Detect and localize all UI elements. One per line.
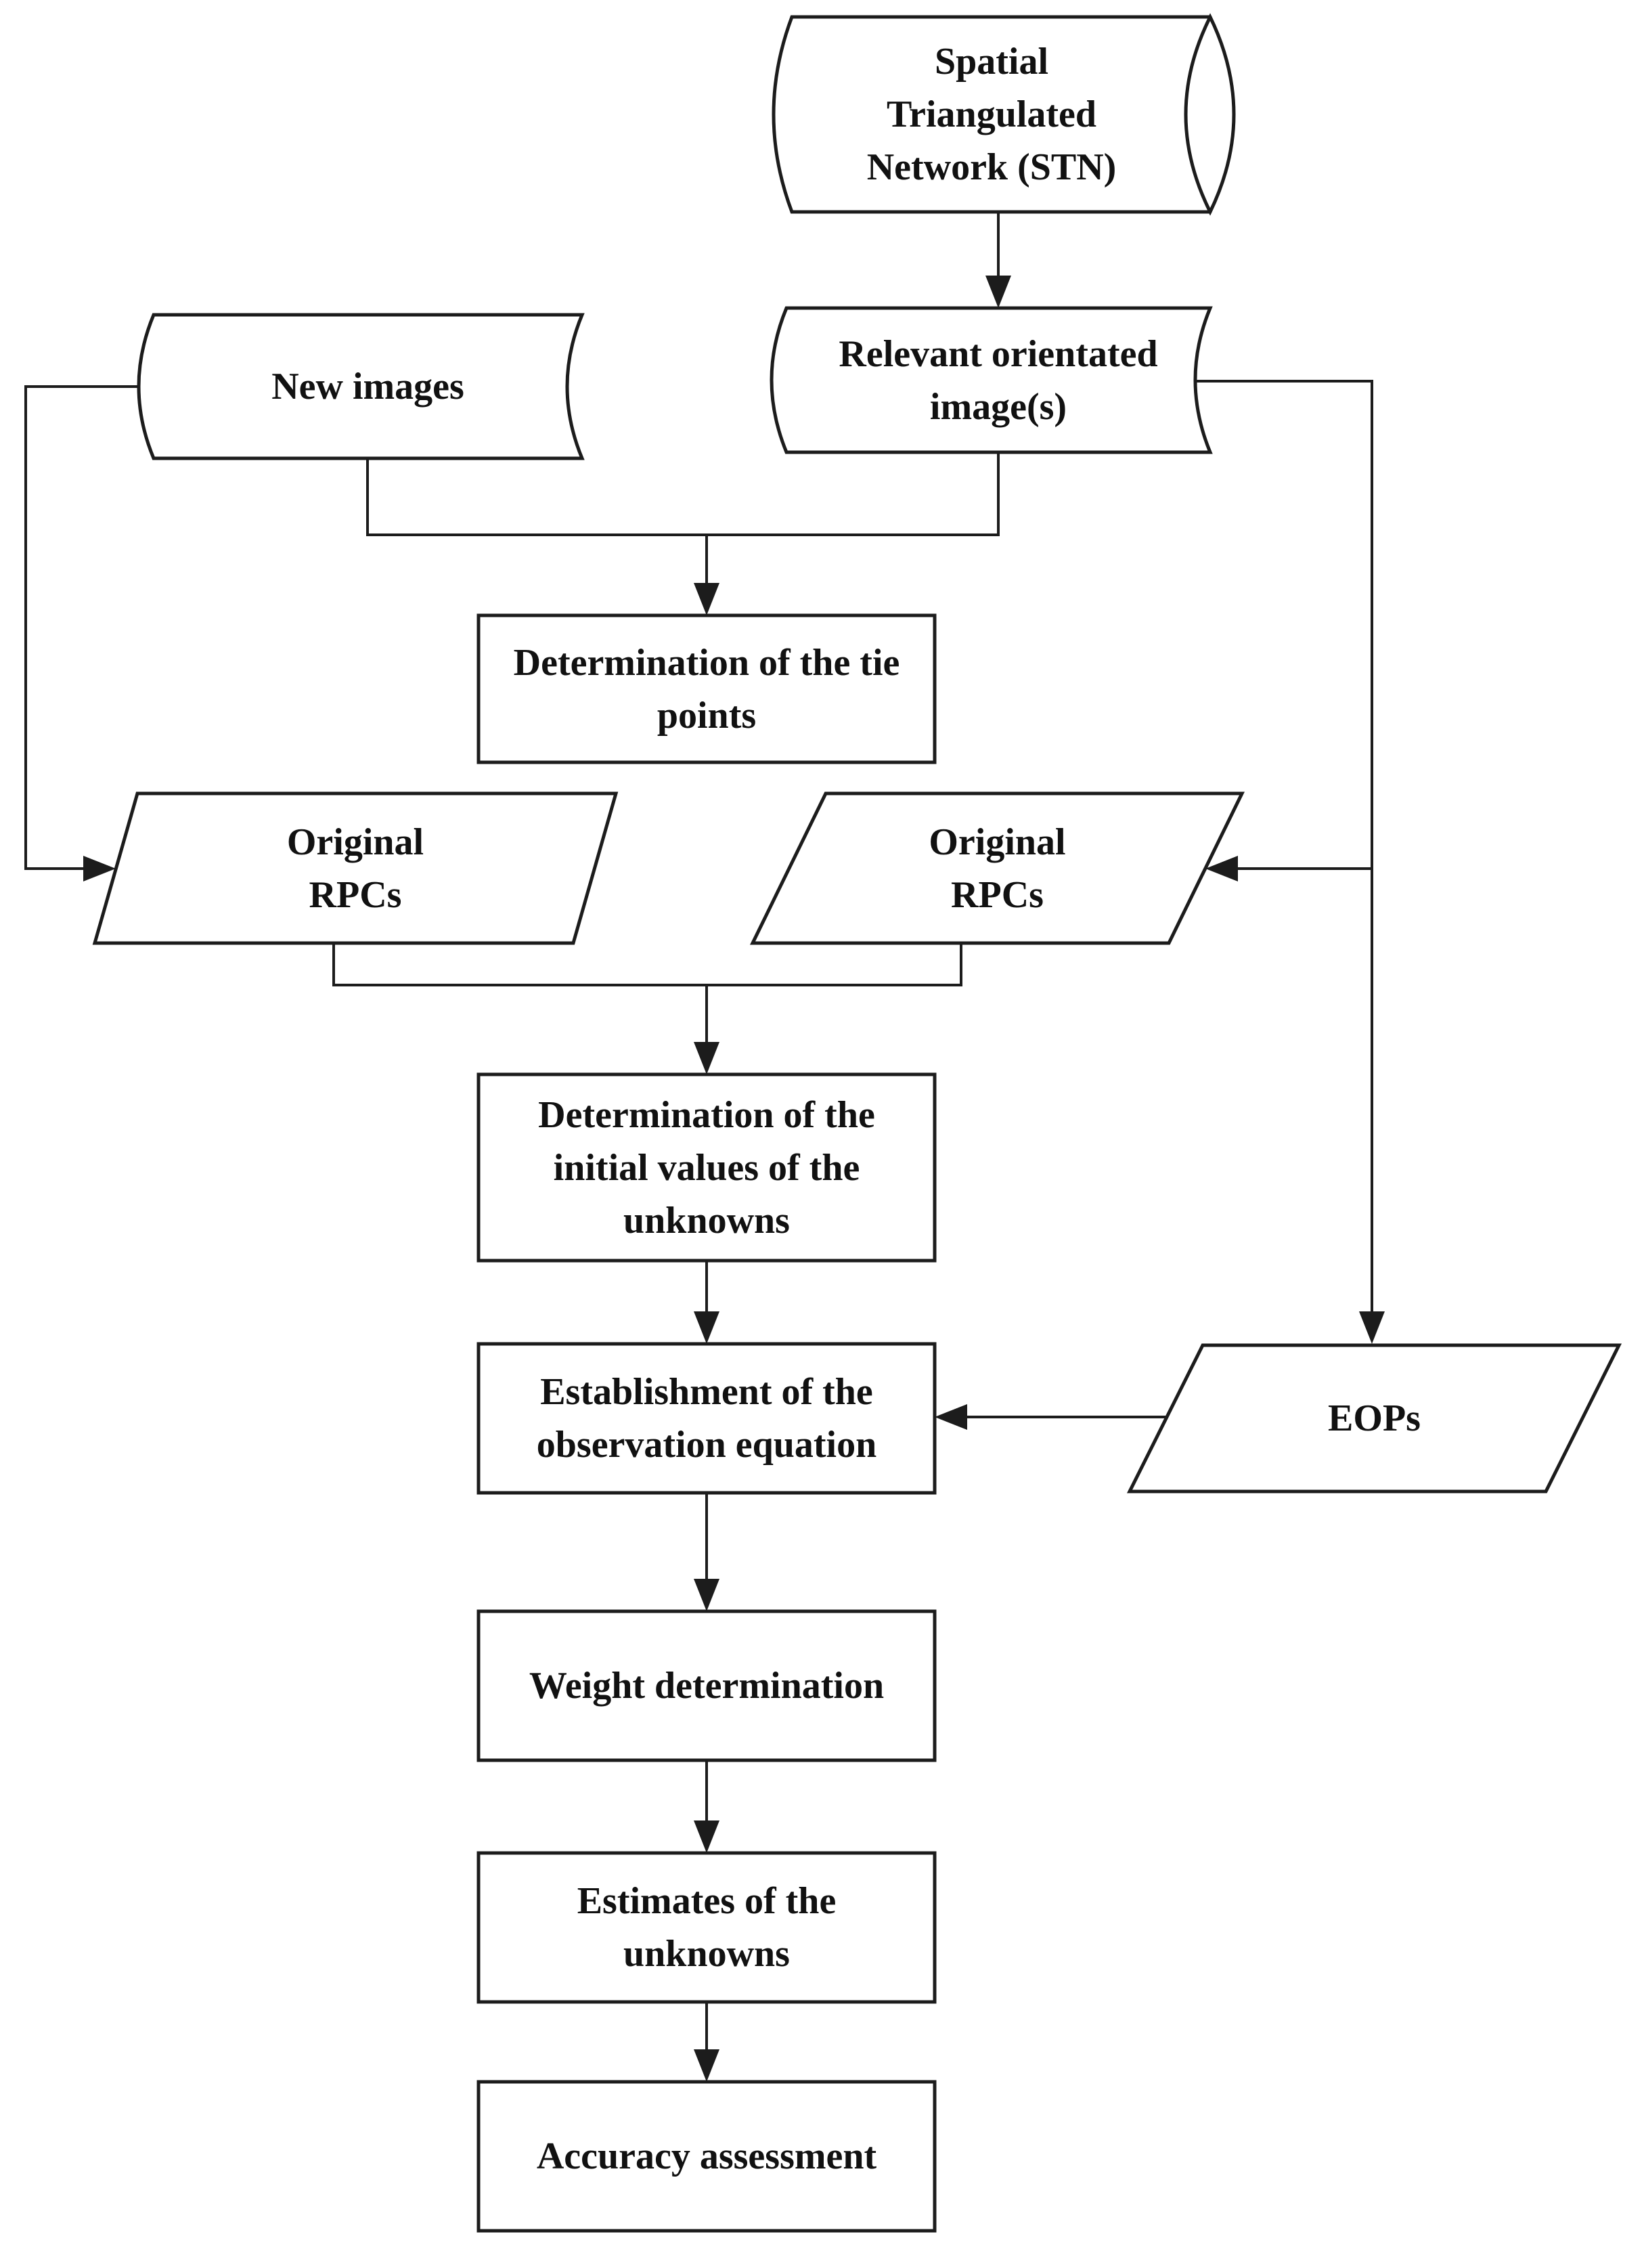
- route-relevant-to-right-rpcs-and-eops: [1195, 380, 1373, 1340]
- merge-line-images-to-tie-points: [366, 452, 1000, 536]
- arrowhead-into-right-rpcs: [1205, 856, 1238, 881]
- observation-equation-box: [476, 1342, 937, 1495]
- original-rpcs-left-shape: [92, 791, 619, 945]
- weight-determination-box: [476, 1609, 937, 1762]
- estimates-box: [476, 1851, 937, 2004]
- arrowhead-into-weight: [694, 1579, 719, 1611]
- arrowhead-into-eops: [1359, 1311, 1385, 1344]
- arrowhead-into-tie-points: [694, 583, 719, 615]
- arrowhead-stn-to-relevant: [985, 276, 1011, 308]
- relevant-images-shape: [770, 306, 1213, 454]
- stn-cylinder-end-cap: [1184, 13, 1236, 216]
- arrowhead-into-initial-values: [694, 1042, 719, 1074]
- stn-cylinder-shape: [772, 15, 1210, 214]
- eops-shape: [1126, 1343, 1622, 1493]
- arrowhead-into-left-rpcs: [83, 856, 116, 881]
- new-images-shape: [137, 313, 585, 460]
- tie-points-box: [476, 613, 937, 764]
- arrowhead-into-observation: [694, 1311, 719, 1344]
- initial-values-box: [476, 1072, 937, 1263]
- arrowhead-eops-into-observation: [935, 1404, 967, 1430]
- arrowhead-into-estimates: [694, 1820, 719, 1853]
- merge-line-rpcs-to-initial-values: [332, 943, 962, 986]
- arrowhead-into-accuracy: [694, 2049, 719, 2082]
- original-rpcs-right-shape: [749, 791, 1245, 945]
- accuracy-assessment-box: [476, 2080, 937, 2233]
- route-new-images-to-left-rpcs: [24, 385, 154, 870]
